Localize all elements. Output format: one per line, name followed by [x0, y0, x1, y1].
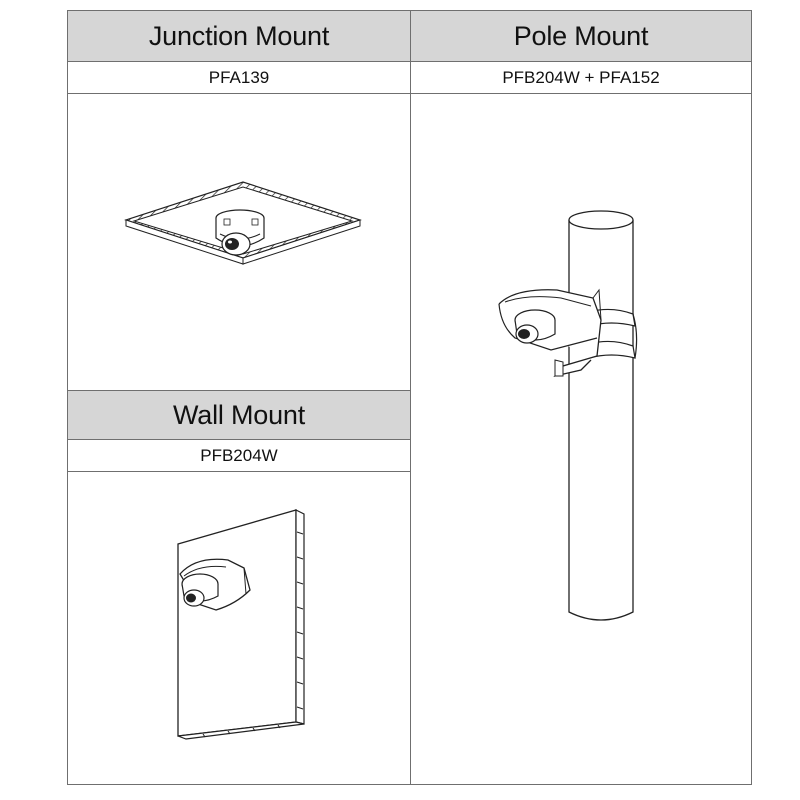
wall-mount-illustration: [177, 509, 305, 740]
wall-mount-model: PFB204W: [200, 445, 278, 465]
junction-mount-model-cell: PFA139: [67, 61, 411, 94]
wall-mount-image-cell: [67, 471, 411, 785]
pole-mount-illustration: [498, 210, 638, 621]
wall-bracket-camera-icon: [179, 558, 251, 611]
wall-mount-title: Wall Mount: [172, 399, 306, 430]
pole: [568, 210, 634, 621]
wall-panel: [177, 509, 305, 740]
junction-mount-header: Junction Mount: [67, 10, 411, 62]
junction-mount-image-cell: [67, 93, 411, 391]
junction-mount-model: PFA139: [208, 67, 270, 87]
wall-mount-header: Wall Mount: [67, 390, 411, 440]
pole-mount-title: Pole Mount: [513, 20, 649, 51]
junction-mount-title: Junction Mount: [148, 20, 330, 51]
pole-mount-image-cell: [410, 93, 752, 785]
junction-mount-illustration: [124, 181, 362, 265]
pole-mount-model-cell: PFB204W + PFA152: [410, 61, 752, 94]
wall-mount-model-cell: PFB204W: [67, 439, 411, 472]
pole-bracket-camera-icon: [498, 288, 602, 378]
dome-camera-icon: [215, 209, 265, 256]
pole-mount-model: PFB204W + PFA152: [502, 67, 660, 87]
pole-mount-header: Pole Mount: [410, 10, 752, 62]
